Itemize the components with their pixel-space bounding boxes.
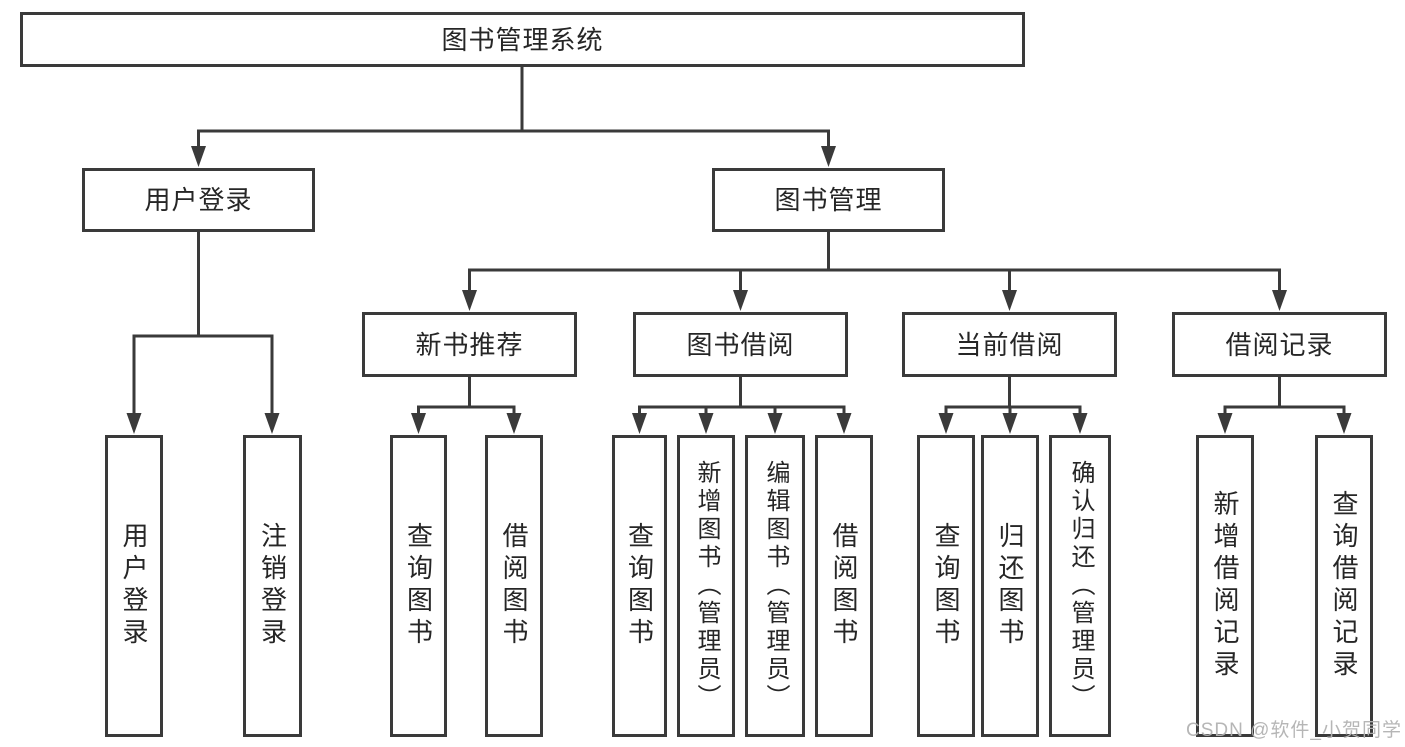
arrow-down-icon — [632, 413, 647, 434]
arrow-down-icon — [836, 413, 852, 434]
node-book-management: 图书管理 — [712, 168, 945, 232]
leaf-records-add-record: 新增借阅记录 — [1196, 435, 1254, 737]
node-borrowing-records: 借阅记录 — [1172, 312, 1387, 377]
arrow-down-icon — [126, 413, 142, 434]
arrow-down-icon — [733, 290, 748, 311]
arrow-down-icon — [821, 146, 836, 167]
arrow-down-icon — [264, 413, 280, 434]
leaf-user-login: 用户登录 — [105, 435, 163, 737]
arrow-down-icon — [698, 413, 714, 434]
leaf-logout: 注销登录 — [243, 435, 302, 737]
leaf-current-confirm-return-admin: 确认归还（管理员） — [1049, 435, 1111, 737]
arrow-down-icon — [767, 413, 783, 434]
arrow-down-icon — [1072, 413, 1088, 434]
arrow-down-icon — [1002, 290, 1017, 311]
node-library-system: 图书管理系统 — [20, 12, 1025, 67]
node-user-login: 用户登录 — [82, 168, 315, 232]
leaf-borrowing-edit-book-admin: 编辑图书（管理员） — [745, 435, 805, 737]
leaf-borrowing-add-book-admin: 新增图书（管理员） — [677, 435, 735, 737]
node-new-book-recommendation: 新书推荐 — [362, 312, 577, 377]
leaf-recommend-borrow-book: 借阅图书 — [485, 435, 543, 737]
leaf-recommend-query-book: 查询图书 — [390, 435, 447, 737]
arrow-down-icon — [1002, 413, 1018, 434]
arrow-down-icon — [462, 290, 477, 311]
leaf-borrowing-query-book: 查询图书 — [612, 435, 667, 737]
arrow-down-icon — [411, 413, 426, 434]
node-current-borrowing: 当前借阅 — [902, 312, 1117, 377]
arrow-down-icon — [191, 146, 206, 167]
node-book-borrowing: 图书借阅 — [633, 312, 848, 377]
arrow-down-icon — [1217, 413, 1233, 434]
leaf-current-query-book: 查询图书 — [917, 435, 975, 737]
arrow-down-icon — [1272, 290, 1287, 311]
arrow-down-icon — [1336, 413, 1352, 434]
leaf-borrowing-borrow-book: 借阅图书 — [815, 435, 873, 737]
arrow-down-icon — [506, 413, 522, 434]
leaf-current-return-book: 归还图书 — [981, 435, 1039, 737]
arrow-down-icon — [938, 413, 954, 434]
leaf-records-query-record: 查询借阅记录 — [1315, 435, 1373, 737]
